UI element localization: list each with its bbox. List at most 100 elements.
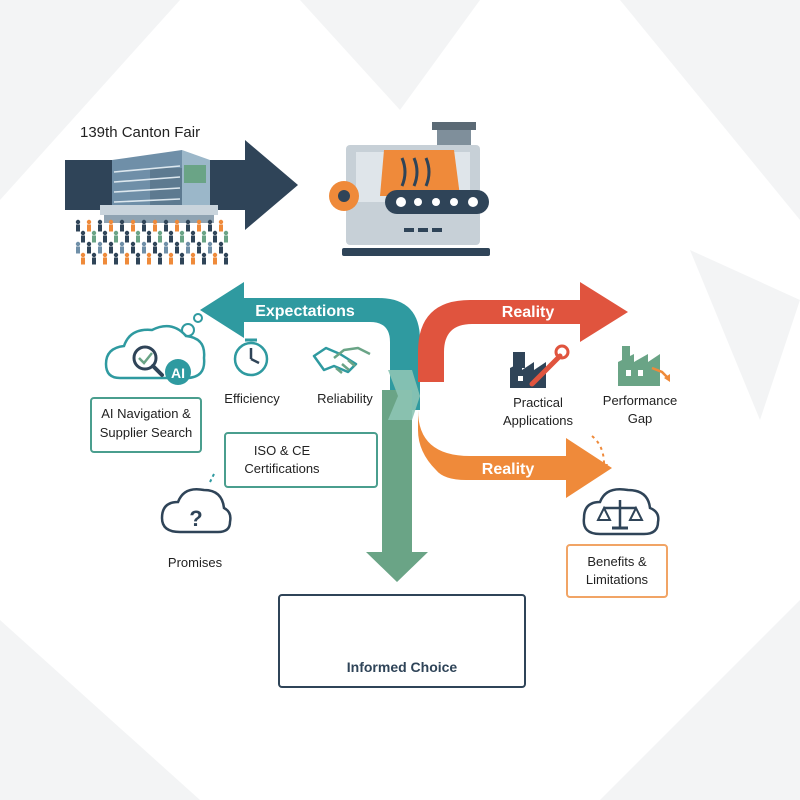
- crowd-person-body: [175, 246, 179, 254]
- crowd-person-body: [103, 257, 107, 265]
- crowd-person-body: [208, 224, 212, 232]
- crowd-person-head: [212, 230, 218, 236]
- machine-icon: [329, 122, 490, 256]
- crowd-person-head: [91, 230, 97, 236]
- crowd-person-head: [218, 241, 224, 247]
- ai-navigation-line2: Supplier Search: [99, 425, 193, 440]
- crowd-person-body: [169, 235, 173, 243]
- ai-navigation-box: AI Navigation & Supplier Search: [90, 397, 202, 453]
- crowd-person-head: [185, 219, 191, 225]
- crowd-person-body: [202, 235, 206, 243]
- center-chevron: [388, 370, 420, 420]
- question-cloud-icon: ?: [160, 473, 232, 534]
- expectations-arrow: [200, 282, 420, 410]
- crowd-person-body: [136, 235, 140, 243]
- crowd-person-head: [212, 252, 218, 258]
- crowd-person-head: [146, 252, 152, 258]
- crowd-person-body: [164, 224, 168, 232]
- crowd-person-body: [81, 257, 85, 265]
- crowd-person-body: [125, 257, 129, 265]
- crowd-person-body: [224, 257, 228, 265]
- crowd-person-body: [202, 257, 206, 265]
- crowd-person-body: [142, 246, 146, 254]
- crowd-person-head: [196, 241, 202, 247]
- crowd-person-body: [125, 235, 129, 243]
- crowd-person-head: [146, 230, 152, 236]
- building-icon: [100, 150, 218, 223]
- crowd-person-body: [213, 235, 217, 243]
- crowd-person-body: [109, 224, 113, 232]
- informed-choice-box: Informed Choice: [278, 594, 526, 688]
- crowd-person-body: [219, 246, 223, 254]
- decision-arrow: [366, 390, 428, 582]
- crowd-person-body: [197, 224, 201, 232]
- crowd-person-head: [174, 219, 180, 225]
- crowd-person-head: [102, 230, 108, 236]
- crowd-person-head: [207, 241, 213, 247]
- svg-text:?: ?: [189, 506, 202, 531]
- crowd-person-body: [169, 257, 173, 265]
- crowd-person-head: [207, 219, 213, 225]
- reality-arrow-bottom-label: Reality: [482, 461, 535, 478]
- crowd-person-head: [97, 241, 103, 247]
- crowd-person-head: [80, 252, 86, 258]
- crowd-person-body: [120, 224, 124, 232]
- crowd-person-body: [103, 235, 107, 243]
- crowd-person-body: [197, 246, 201, 254]
- crowd-person-head: [152, 219, 158, 225]
- crowd-person-body: [158, 257, 162, 265]
- crowd-person-head: [157, 252, 163, 258]
- crowd-person-head: [179, 230, 185, 236]
- crowd-person-body: [208, 246, 212, 254]
- crowd-person-head: [196, 219, 202, 225]
- certifications-line2: Certifications: [244, 461, 320, 476]
- crowd-person-head: [141, 219, 147, 225]
- crowd-person-body: [180, 235, 184, 243]
- crowd-person-head: [108, 241, 114, 247]
- crowd-person-head: [130, 219, 136, 225]
- crowd-person-head: [152, 241, 158, 247]
- crowd-person-head: [80, 230, 86, 236]
- crowd-person-body: [147, 257, 151, 265]
- expectations-arrow-label: Expectations: [255, 303, 355, 320]
- ai-search-icon: AI: [104, 313, 206, 385]
- ai-navigation-line1: AI Navigation &: [101, 406, 191, 421]
- crowd-person-body: [114, 257, 118, 265]
- crowd-person-body: [92, 235, 96, 243]
- crowd-person-head: [218, 219, 224, 225]
- crowd-person-head: [113, 252, 119, 258]
- crowd-person-body: [87, 246, 91, 254]
- crowd-person-head: [174, 241, 180, 247]
- crowd-person-body: [186, 246, 190, 254]
- crowd-person-body: [109, 246, 113, 254]
- crowd-person-head: [108, 219, 114, 225]
- crowd-person-body: [142, 224, 146, 232]
- crowd-person-head: [157, 230, 163, 236]
- benefits-limitations-line2: Limitations: [585, 572, 649, 587]
- crowd-person-head: [124, 230, 130, 236]
- crowd-person-body: [186, 224, 190, 232]
- crowd-person-head: [135, 252, 141, 258]
- crowd-person-head: [86, 241, 92, 247]
- crowd-person-head: [168, 252, 174, 258]
- crowd-person-head: [86, 219, 92, 225]
- practical-applications-line2: Applications: [502, 413, 574, 428]
- crowd-icon: [75, 219, 229, 265]
- crowd-person-body: [76, 246, 80, 254]
- certifications-line1: ISO & CE: [253, 443, 311, 458]
- efficiency-label: Efficiency: [224, 391, 280, 406]
- benefits-limitations-line1: Benefits &: [587, 554, 647, 569]
- crowd-person-body: [191, 257, 195, 265]
- crowd-person-head: [102, 252, 108, 258]
- reality-arrow-top-label: Reality: [502, 304, 555, 321]
- crowd-person-body: [131, 246, 135, 254]
- crowd-person-head: [223, 230, 229, 236]
- factory-decline-icon: [618, 346, 670, 386]
- crowd-person-head: [185, 241, 191, 247]
- practical-applications-line1: Practical: [513, 395, 563, 410]
- crowd-person-body: [164, 246, 168, 254]
- crowd-person-body: [98, 224, 102, 232]
- factory-wrench-icon: [510, 344, 570, 388]
